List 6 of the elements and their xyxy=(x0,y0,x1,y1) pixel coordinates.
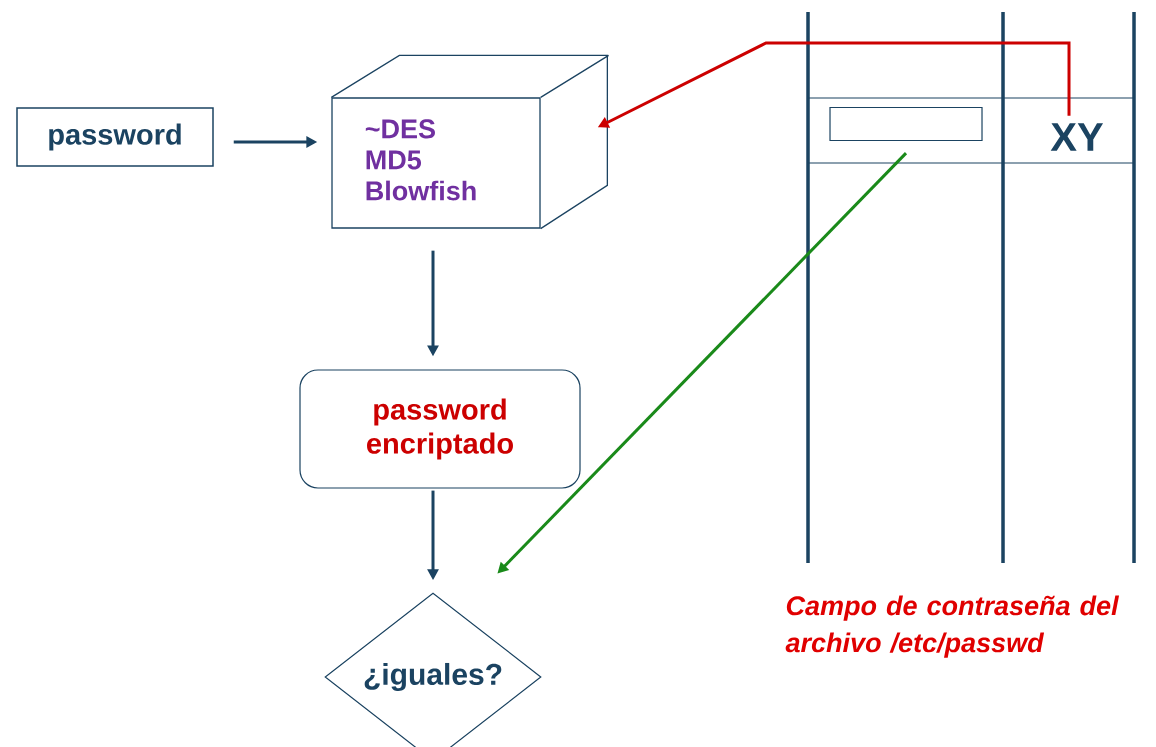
cube-box: ~DES MD5 Blowfish xyxy=(330,54,610,230)
caption-text: Campo de contraseña del archivo /etc/passwd xyxy=(785,595,1120,658)
process-box: password encriptado xyxy=(299,369,581,489)
input-box: password xyxy=(16,107,214,167)
salt-text: XY xyxy=(1050,123,1104,151)
field-box xyxy=(829,106,983,142)
